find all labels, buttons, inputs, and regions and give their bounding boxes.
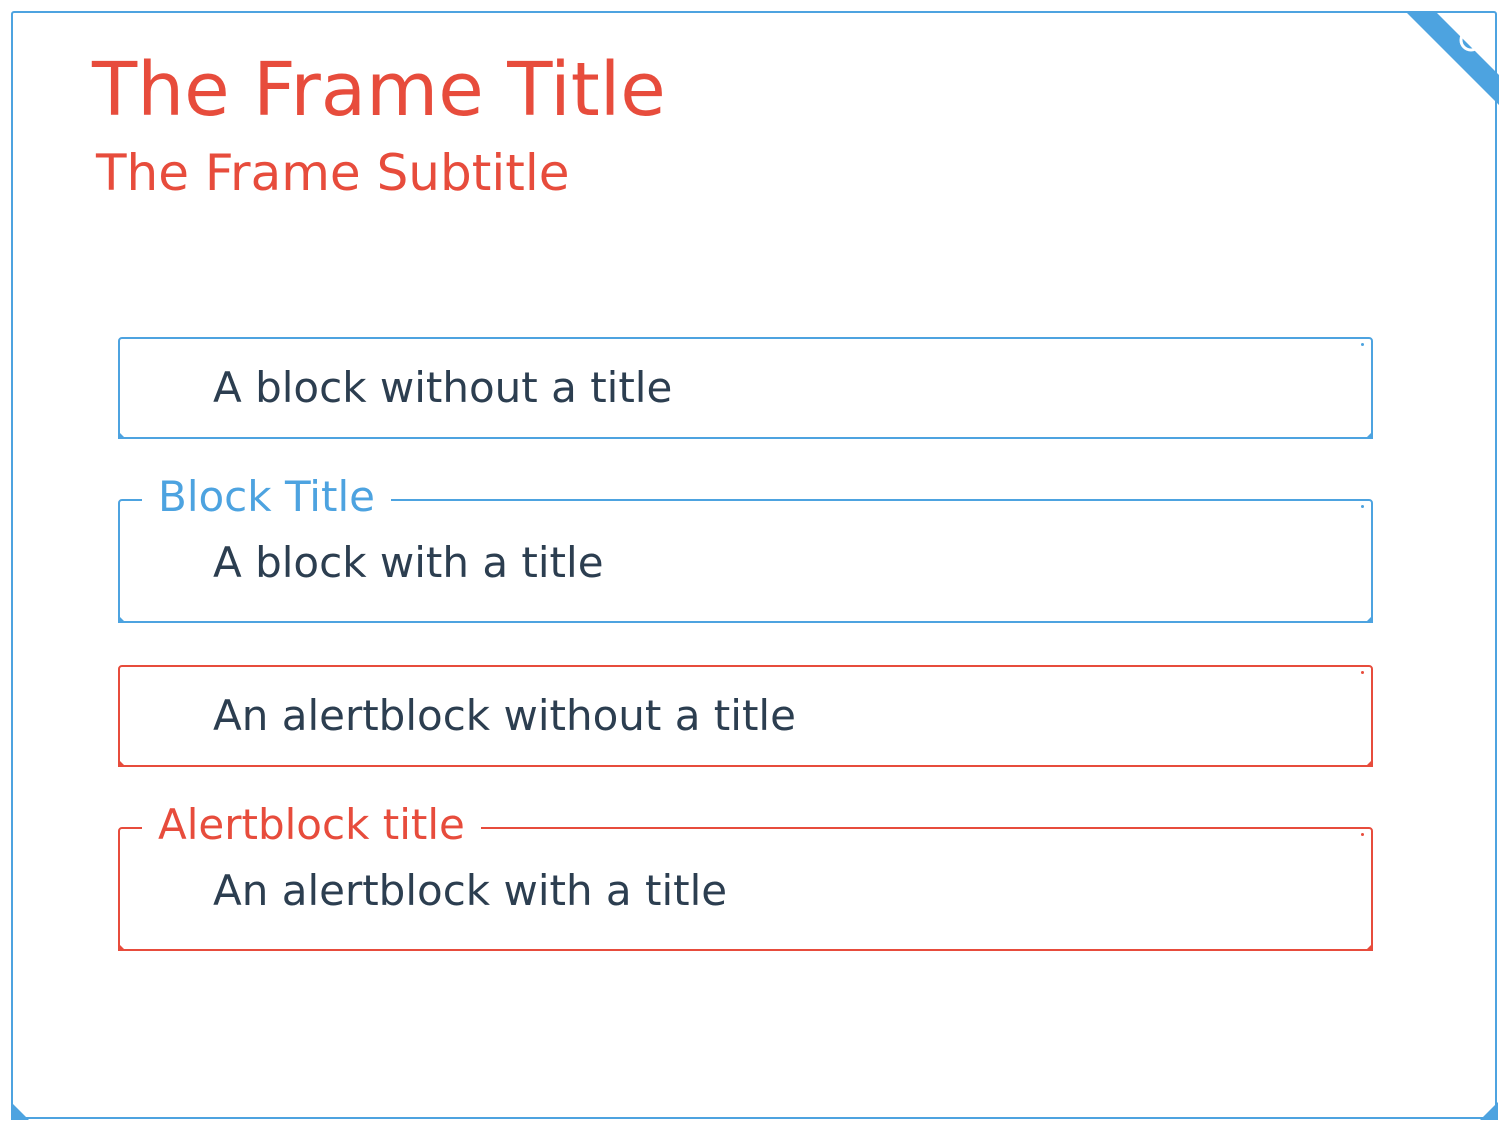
block-corner-bottom-left [118,615,126,623]
frame-corner-bottom-left [11,1102,29,1120]
alertblock-body: An alertblock with a title [213,866,728,915]
block-corner-bottom-left [118,759,126,767]
block-corner-bottom-right [1365,943,1373,951]
block-corner-dot [1361,343,1364,346]
frame-title: The Frame Title [92,47,666,133]
block-titled: Block Title A block with a title [118,467,1373,623]
block-corner-bottom-right [1365,759,1373,767]
corner-ribbon-button[interactable] [1448,18,1494,64]
block-corner-bottom-left [118,943,126,951]
block-body: A block without a title [213,363,673,412]
block-body: A block with a title [213,538,604,587]
block-title: Block Title [142,467,391,527]
alertblock-body: An alertblock without a title [213,691,796,740]
block-corner-bottom-right [1365,431,1373,439]
alertblock-untitled: An alertblock without a title [118,665,1373,767]
frame-subtitle: The Frame Subtitle [96,144,570,202]
block-corner-dot [1361,833,1364,836]
alertblock-titled: Alertblock title An alertblock with a ti… [118,795,1373,951]
frame-corner-bottom-right [1480,1102,1498,1120]
block-corner-dot [1361,671,1364,674]
block-corner-bottom-left [118,431,126,439]
frame-border [11,11,1497,1119]
alertblock-title: Alertblock title [142,795,481,855]
block-untitled: A block without a title [118,337,1373,439]
block-corner-bottom-right [1365,615,1373,623]
block-corner-dot [1361,505,1364,508]
